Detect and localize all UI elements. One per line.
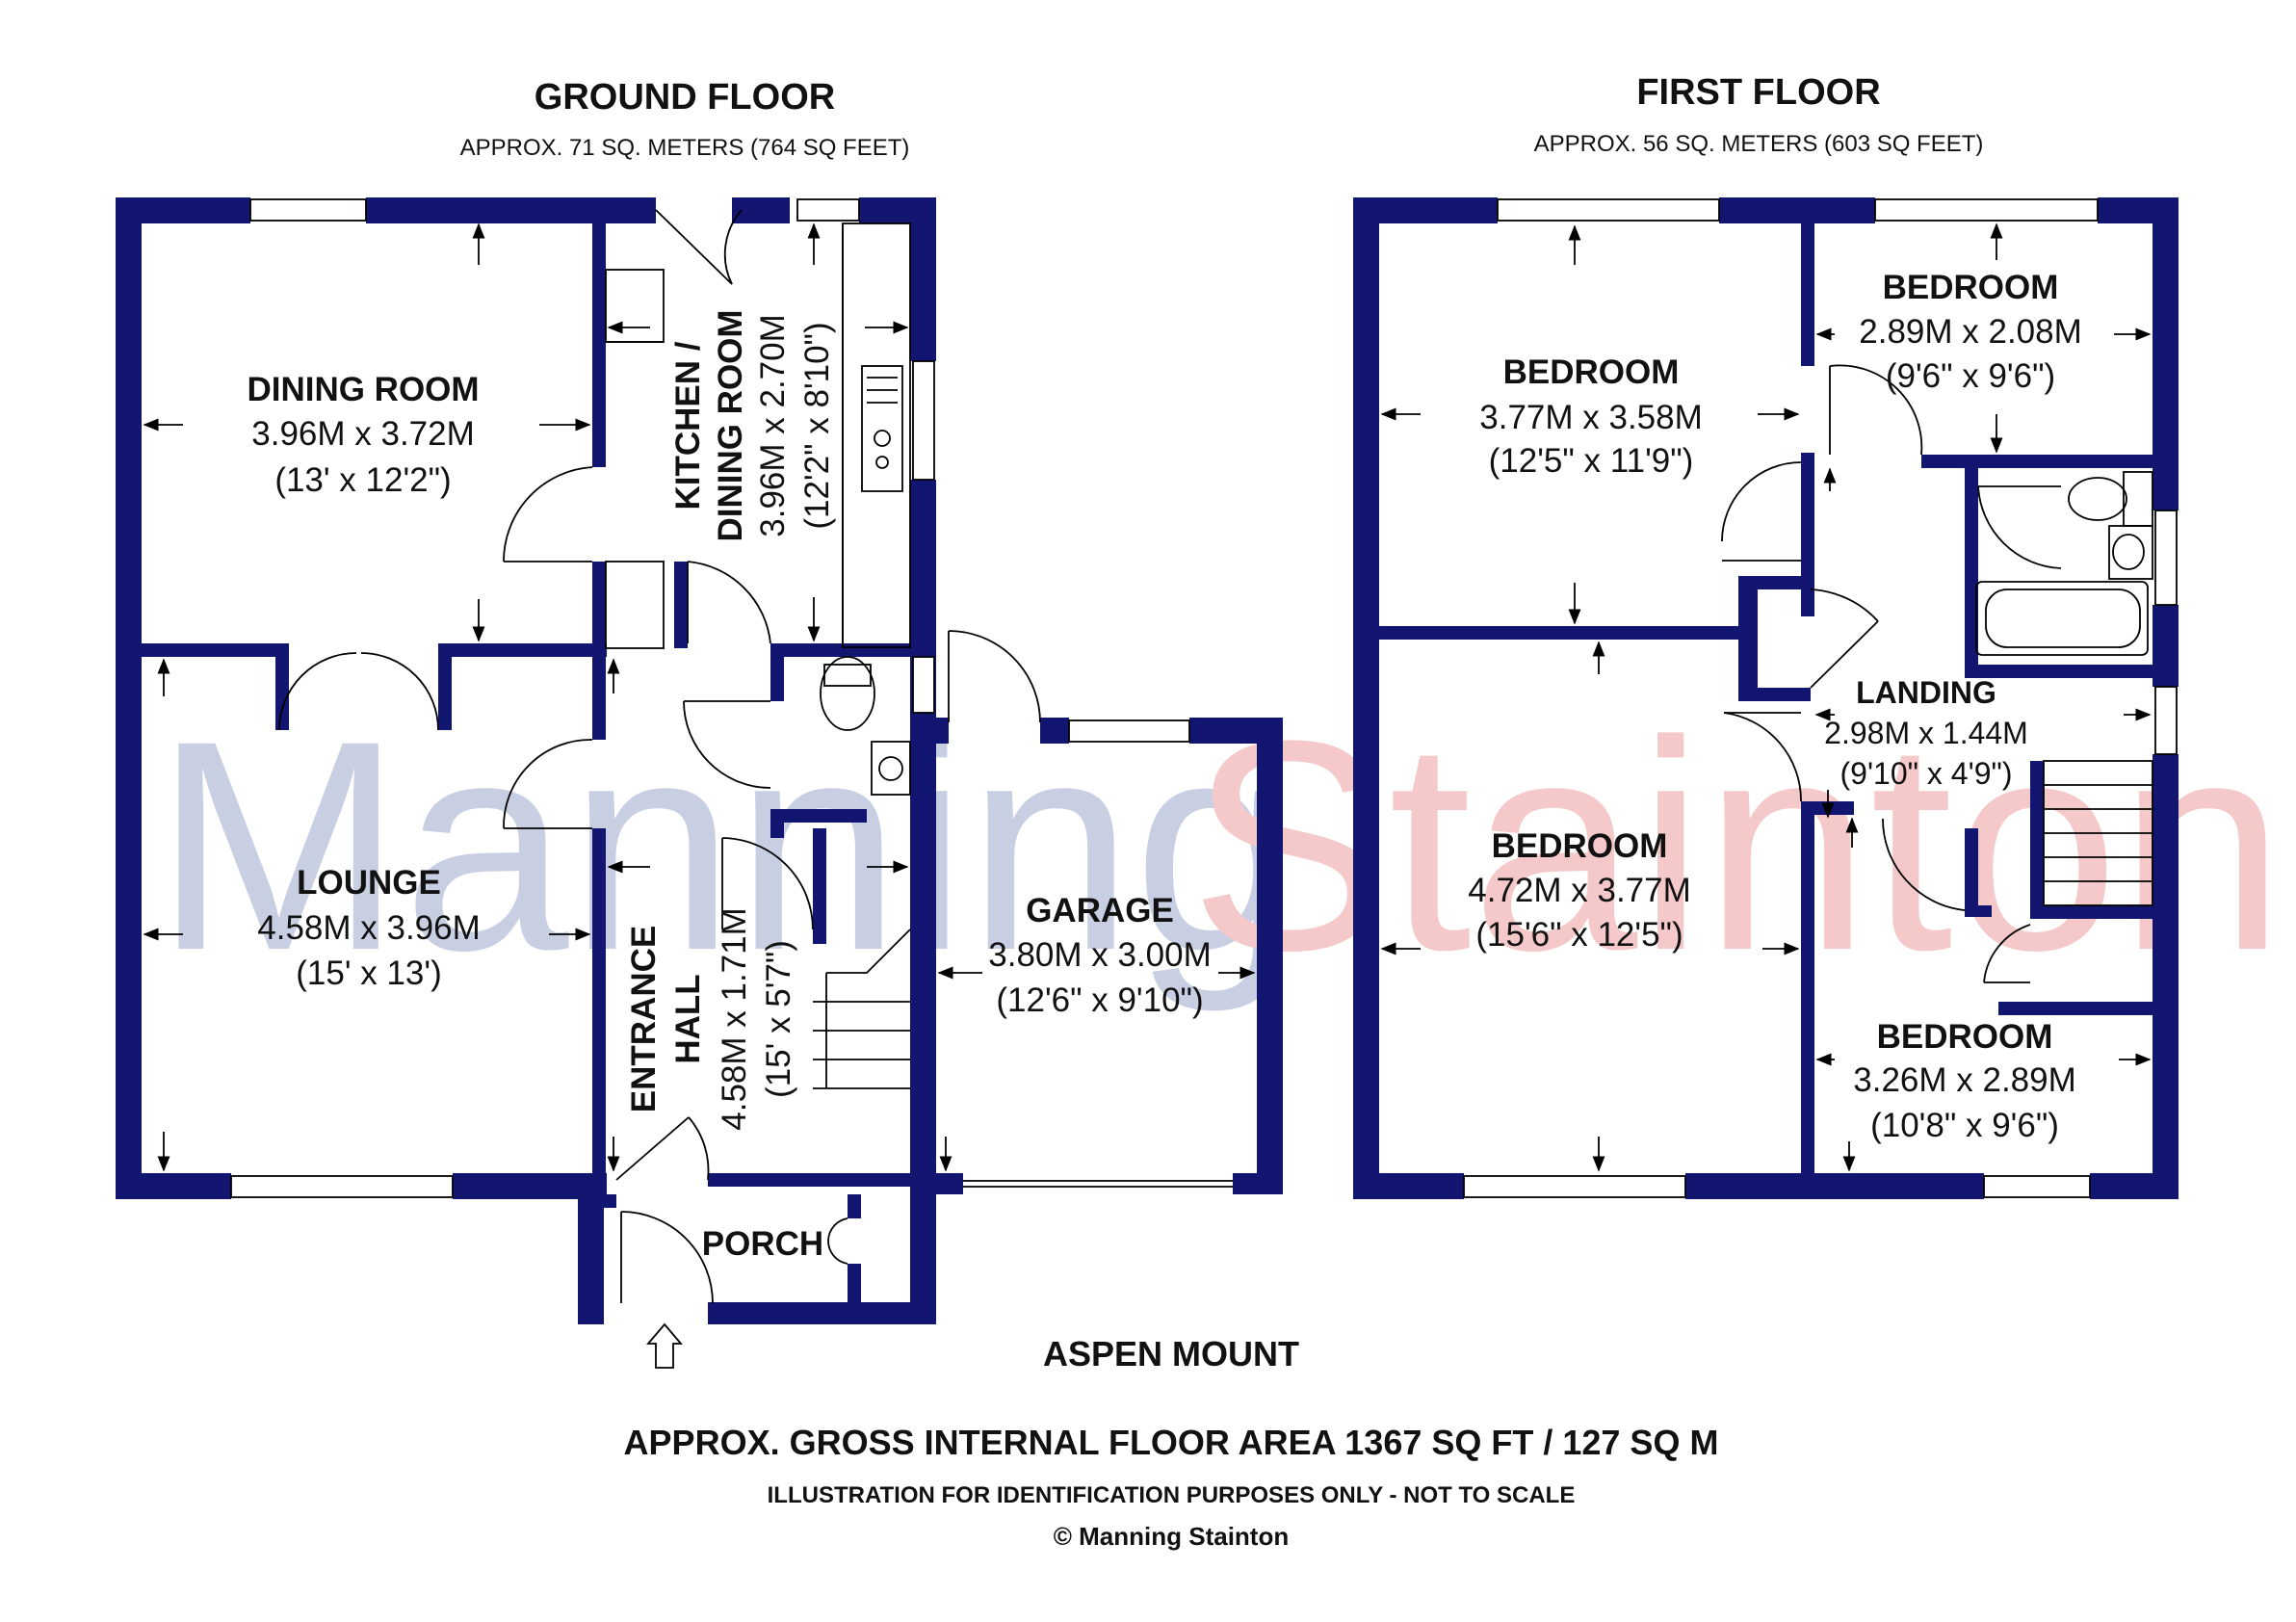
bedroom-1-name: BEDROOM: [1503, 353, 1680, 391]
first-floor-windows: [1463, 198, 2178, 1198]
bedroom-4-imperial: (10'8" x 9'6"): [1870, 1107, 2059, 1144]
room-lounge: LOUNGE 4.58M x 3.96M (15' x 13'): [257, 864, 481, 992]
bedroom-1-metric: 3.77M x 3.58M: [1479, 399, 1703, 436]
ground-floor-area: APPROX. 71 SQ. METERS (764 SQ FEET): [460, 135, 910, 161]
gross-internal-area: APPROX. GROSS INTERNAL FLOOR AREA 1367 S…: [624, 1423, 1719, 1462]
room-bedroom-2: BEDROOM 2.89M x 2.08M (9'6" x 9'6"): [1859, 269, 2082, 395]
room-bedroom-1: BEDROOM 3.77M x 3.58M (12'5" x 11'9"): [1479, 353, 1703, 480]
room-garage: GARAGE 3.80M x 3.00M (12'6" x 9'10"): [988, 892, 1212, 1019]
first-floor-walls: [1353, 197, 2179, 1199]
disclaimer: ILLUSTRATION FOR IDENTIFICATION PURPOSES…: [768, 1482, 1576, 1508]
ground-floor-windows: [230, 198, 1190, 1198]
kitchen-imperial: (12'2" x 8'10"): [798, 322, 836, 529]
room-entrance-hall: ENTRANCE HALL 4.58M x 1.71M (15' x 5'7"): [625, 907, 797, 1131]
bedroom-3-imperial: (15'6" x 12'5"): [1475, 916, 1683, 954]
room-bedroom-4: BEDROOM 3.26M x 2.89M (10'8" x 9'6"): [1853, 1018, 2076, 1144]
bedroom-4-metric: 3.26M x 2.89M: [1853, 1061, 2076, 1099]
bedroom-2-name: BEDROOM: [1883, 269, 2059, 306]
hall-metric: 4.58M x 1.71M: [716, 907, 753, 1131]
bedroom-3-metric: 4.72M x 3.77M: [1468, 872, 1691, 909]
garage-name: GARAGE: [1026, 892, 1174, 929]
first-floor-area: APPROX. 56 SQ. METERS (603 SQ FEET): [1534, 131, 1984, 157]
ground-floor-title: GROUND FLOOR: [535, 77, 835, 118]
dining-room-name: DINING ROOM: [247, 371, 479, 408]
bedroom-2-imperial: (9'6" x 9'6"): [1886, 357, 2055, 395]
kitchen-metric: 3.96M x 2.70M: [754, 314, 792, 537]
bedroom-2-metric: 2.89M x 2.08M: [1859, 313, 2082, 351]
landing-metric: 2.98M x 1.44M: [1824, 716, 2028, 750]
room-landing: LANDING 2.98M x 1.44M (9'10" x 4'9"): [1824, 675, 2028, 791]
ground-floor-walls: [116, 197, 1283, 1324]
dining-room-imperial: (13' x 12'2"): [274, 461, 451, 499]
landing-imperial: (9'10" x 4'9"): [1839, 756, 2012, 791]
ground-floor-dimension-arrows: [143, 222, 1256, 1172]
landing-name: LANDING: [1856, 675, 1996, 710]
copyright: © Manning Stainton: [1054, 1522, 1289, 1551]
lounge-name: LOUNGE: [297, 864, 441, 902]
garage-imperial: (12'6" x 9'10"): [996, 981, 1203, 1019]
dining-room-metric: 3.96M x 3.72M: [251, 415, 475, 453]
hall-name-line2: HALL: [669, 974, 707, 1063]
first-floor-dimension-arrows: [1380, 222, 2152, 1172]
room-dining: DINING ROOM 3.96M x 3.72M (13' x 12'2"): [247, 371, 479, 499]
hall-imperial: (15' x 5'7"): [760, 940, 797, 1098]
garage-metric: 3.80M x 3.00M: [988, 936, 1212, 974]
room-bedroom-3: BEDROOM 4.72M x 3.77M (15'6" x 12'5"): [1468, 827, 1691, 954]
porch-name: PORCH: [702, 1225, 823, 1263]
first-floor-title: FIRST FLOOR: [1636, 72, 1880, 113]
hall-name-line1: ENTRANCE: [625, 926, 663, 1112]
kitchen-name-line2: DINING ROOM: [712, 309, 749, 541]
lounge-imperial: (15' x 13'): [296, 955, 441, 992]
bedroom-3-name: BEDROOM: [1492, 827, 1668, 865]
property-name: ASPEN MOUNT: [1043, 1334, 1299, 1373]
first-floor-fixtures: [1721, 364, 2153, 983]
lounge-metric: 4.58M x 3.96M: [257, 909, 481, 947]
bedroom-4-name: BEDROOM: [1877, 1018, 2053, 1056]
bedroom-1-imperial: (12'5" x 11'9"): [1489, 442, 1694, 480]
kitchen-name-line1: KITCHEN /: [669, 341, 707, 510]
room-kitchen: KITCHEN / DINING ROOM 3.96M x 2.70M (12'…: [669, 309, 836, 541]
ground-floor-fixtures: [278, 209, 1233, 1369]
